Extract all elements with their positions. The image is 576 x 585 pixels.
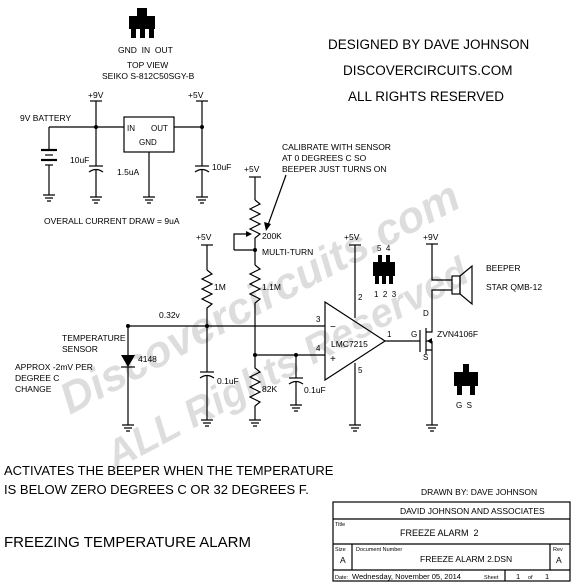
r3-label: 82K bbox=[262, 384, 277, 394]
battery-label: 9V BATTERY bbox=[20, 113, 72, 123]
rev-field-value: A bbox=[556, 555, 562, 565]
cap-in-label: 10uF bbox=[70, 155, 89, 165]
drawn-by-label: DRAWN BY: DAVE JOHNSON bbox=[421, 487, 537, 497]
opamp-plus: + bbox=[330, 354, 336, 365]
opamp-package-bottom-pins: 1 2 3 bbox=[374, 290, 397, 299]
regulator-out-pin: OUT bbox=[151, 124, 168, 133]
sensor-voltage-label: 0.32v bbox=[159, 310, 181, 320]
diode-label: 4148 bbox=[138, 354, 157, 364]
size-field-label: Size bbox=[335, 547, 346, 553]
calibration-note-line-2: AT 0 DEGREES C SO bbox=[282, 153, 367, 163]
rail-9v-beeper-label: +9V bbox=[423, 232, 439, 242]
title-block bbox=[332, 501, 571, 582]
sensor-title-line-2: SENSOR bbox=[62, 344, 98, 354]
title-field-label: Title bbox=[335, 522, 345, 528]
pin-2-label: 2 bbox=[358, 293, 363, 302]
title-field-value: FREEZE ALARM 2 bbox=[400, 528, 479, 538]
rail-5v-label: +5V bbox=[188, 90, 204, 100]
pin-s-label: S bbox=[423, 353, 428, 362]
pin-4-label: 4 bbox=[316, 344, 321, 353]
regulator-in-pin: IN bbox=[127, 124, 135, 133]
mosfet-package-drawing bbox=[454, 364, 478, 395]
pin-d-label: D bbox=[423, 309, 429, 318]
date-field-value: Wednesday, November 05, 2014 bbox=[352, 572, 461, 581]
regulator-part-label: SEIKO S-812C50SGY-B bbox=[102, 71, 195, 81]
cap-out-label: 10uF bbox=[212, 162, 231, 172]
regulator-gnd-pin: GND bbox=[139, 138, 157, 147]
description-line-2: IS BELOW ZERO DEGREES C OR 32 DEGREES F. bbox=[4, 482, 309, 497]
quiescent-label: 1.5uA bbox=[117, 167, 140, 177]
rev-field-label: Rev bbox=[553, 547, 563, 553]
of-field-label: of bbox=[528, 575, 533, 581]
designed-by-text: DESIGNED BY DAVE JOHNSON bbox=[328, 37, 529, 52]
regulator-package-drawing bbox=[129, 8, 155, 38]
r2-label: 1.1M bbox=[262, 282, 281, 292]
drawing-title: FREEZING TEMPERATURE ALARM bbox=[4, 534, 251, 551]
rail-5v-pot-label: +5V bbox=[244, 164, 260, 174]
calibration-note-line-1: CALIBRATE WITH SENSOR bbox=[282, 142, 391, 152]
overall-current-label: OVERALL CURRENT DRAW = 9uA bbox=[44, 216, 180, 226]
regulator-pin-labels: GND IN OUT bbox=[118, 45, 173, 55]
pin-3-label: 3 bbox=[316, 315, 321, 324]
opamp-minus: − bbox=[330, 322, 336, 333]
opamp-package-drawing bbox=[373, 255, 395, 284]
sensor-title-line-1: TEMPERATURE bbox=[62, 333, 126, 343]
rail-5v-opamp-label: +5V bbox=[344, 232, 360, 242]
tempco-line-1: APPROX -2mV PER bbox=[15, 362, 93, 372]
opamp-package-top-pins: 5 4 bbox=[377, 244, 391, 253]
calibration-arrow bbox=[267, 174, 287, 226]
sheet-field-label: Sheet bbox=[484, 575, 499, 581]
tempco-line-3: CHANGE bbox=[15, 384, 52, 394]
date-field-label: Date: bbox=[335, 575, 349, 581]
tempco-line-2: DEGREE C bbox=[15, 373, 59, 383]
calibration-arrowhead bbox=[264, 222, 271, 231]
c2-label: 0.1uF bbox=[304, 385, 326, 395]
docnum-field-label: Document Number bbox=[356, 547, 402, 553]
rail-5v-1m-label: +5V bbox=[196, 232, 212, 242]
calibration-note-line-3: BEEPER JUST TURNS ON bbox=[282, 164, 387, 174]
sheet-field-value: 1 bbox=[516, 572, 520, 581]
regulator-view-label: TOP VIEW bbox=[127, 60, 168, 70]
r1-label: 1M bbox=[214, 282, 226, 292]
mosfet-label: ZVN4106F bbox=[437, 329, 478, 339]
opamp-label: LMC7215 bbox=[331, 339, 368, 349]
pot-label: 200K bbox=[262, 231, 282, 241]
main-circuit-wires bbox=[121, 176, 473, 432]
pot-type-label: MULTI-TURN bbox=[262, 247, 313, 257]
mosfet-package-pins: G S bbox=[456, 401, 472, 410]
pin-1-label: 1 bbox=[387, 330, 392, 339]
description-line-1: ACTIVATES THE BEEPER WHEN THE TEMPERATUR… bbox=[4, 463, 334, 478]
beeper-part-label: STAR QMB-12 bbox=[486, 282, 542, 292]
company-name: DAVID JOHNSON AND ASSOCIATES bbox=[400, 506, 545, 516]
size-field-value: A bbox=[340, 555, 346, 565]
rights-text: ALL RIGHTS RESERVED bbox=[348, 89, 504, 104]
pin-g-label: G bbox=[411, 330, 417, 339]
rail-9v-label: +9V bbox=[88, 90, 104, 100]
docnum-field-value: FREEZE ALARM 2.DSN bbox=[420, 554, 512, 564]
pin-5-label: 5 bbox=[358, 366, 363, 375]
of-field-value: 1 bbox=[545, 572, 549, 581]
beeper-label: BEEPER bbox=[486, 263, 521, 273]
site-text: DISCOVERCIRCUITS.COM bbox=[343, 63, 513, 78]
power-wires bbox=[41, 100, 210, 204]
c1-label: 0.1uF bbox=[217, 376, 239, 386]
